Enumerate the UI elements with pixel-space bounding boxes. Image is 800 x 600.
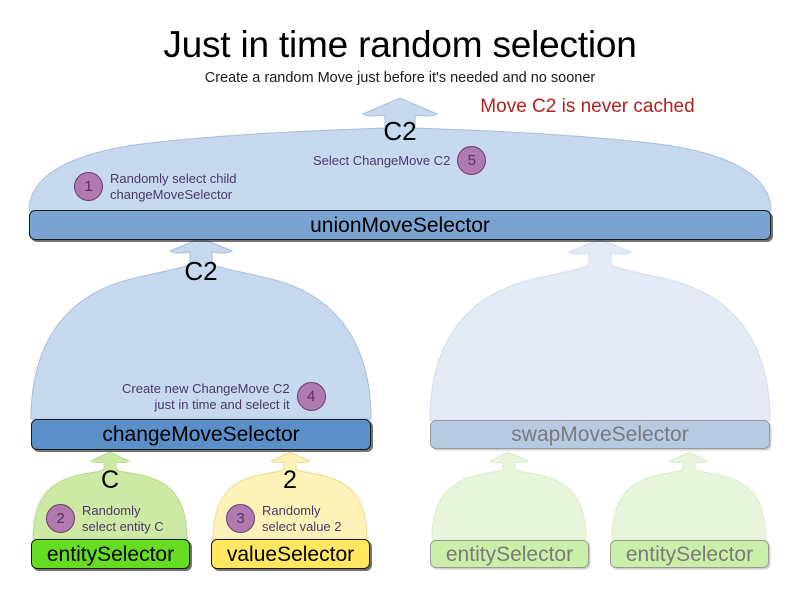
cache-note: Move C2 is never cached bbox=[480, 96, 695, 117]
node-entity-selector-right-1[interactable]: entitySelector bbox=[430, 540, 589, 568]
annotation-5: 5 Select ChangeMove C2 bbox=[313, 146, 487, 175]
annotation-2-text: Randomly select entity C bbox=[82, 503, 164, 534]
node-value-selector[interactable]: valueSelector bbox=[211, 539, 370, 569]
annotation-1: 1 Randomly select child changeMoveSelect… bbox=[74, 171, 236, 203]
node-union-move-selector[interactable]: unionMoveSelector bbox=[29, 210, 771, 240]
node-change-move-selector[interactable]: changeMoveSelector bbox=[31, 419, 371, 450]
page-subtitle: Create a random Move just before it's ne… bbox=[204, 70, 596, 86]
fan-label-change-to-union: C2 bbox=[184, 256, 218, 286]
fan-union-out bbox=[28, 97, 772, 212]
step-badge-5: 5 bbox=[457, 146, 487, 175]
fan-entity-r2-to-swap bbox=[611, 451, 767, 541]
step-badge-1: 1 bbox=[74, 172, 103, 202]
step-badge-4: 4 bbox=[296, 382, 326, 412]
annotation-1-text: Randomly select child changeMoveSelector bbox=[110, 171, 237, 202]
annotation-3-text: Randomly select value 2 bbox=[262, 503, 342, 534]
fan-label-union-out: C2 bbox=[383, 116, 417, 146]
page-title: Just in time random selection bbox=[163, 24, 637, 65]
node-entity-selector-right-2[interactable]: entitySelector bbox=[610, 540, 769, 568]
fan-label-entity-to-change: C bbox=[100, 466, 120, 494]
node-entity-selector-left[interactable]: entitySelector bbox=[31, 539, 190, 569]
annotation-5-text: Select ChangeMove C2 bbox=[313, 152, 451, 168]
step-badge-2: 2 bbox=[46, 504, 75, 534]
annotation-4-text: Create new ChangeMove C2 just in time an… bbox=[122, 381, 290, 412]
fan-change-to-union bbox=[30, 237, 372, 420]
node-swap-move-selector[interactable]: swapMoveSelector bbox=[430, 420, 770, 449]
fan-label-value-to-change: 2 bbox=[283, 466, 297, 494]
annotation-2: 2 Randomly select entity C bbox=[46, 503, 164, 535]
annotation-3: 3 Randomly select value 2 bbox=[226, 503, 342, 535]
step-badge-3: 3 bbox=[226, 504, 255, 534]
fan-swap-to-union bbox=[429, 238, 771, 421]
fan-entity-r1-to-swap bbox=[431, 451, 587, 541]
annotation-4: 4 Create new ChangeMove C2 just in time … bbox=[122, 381, 326, 413]
